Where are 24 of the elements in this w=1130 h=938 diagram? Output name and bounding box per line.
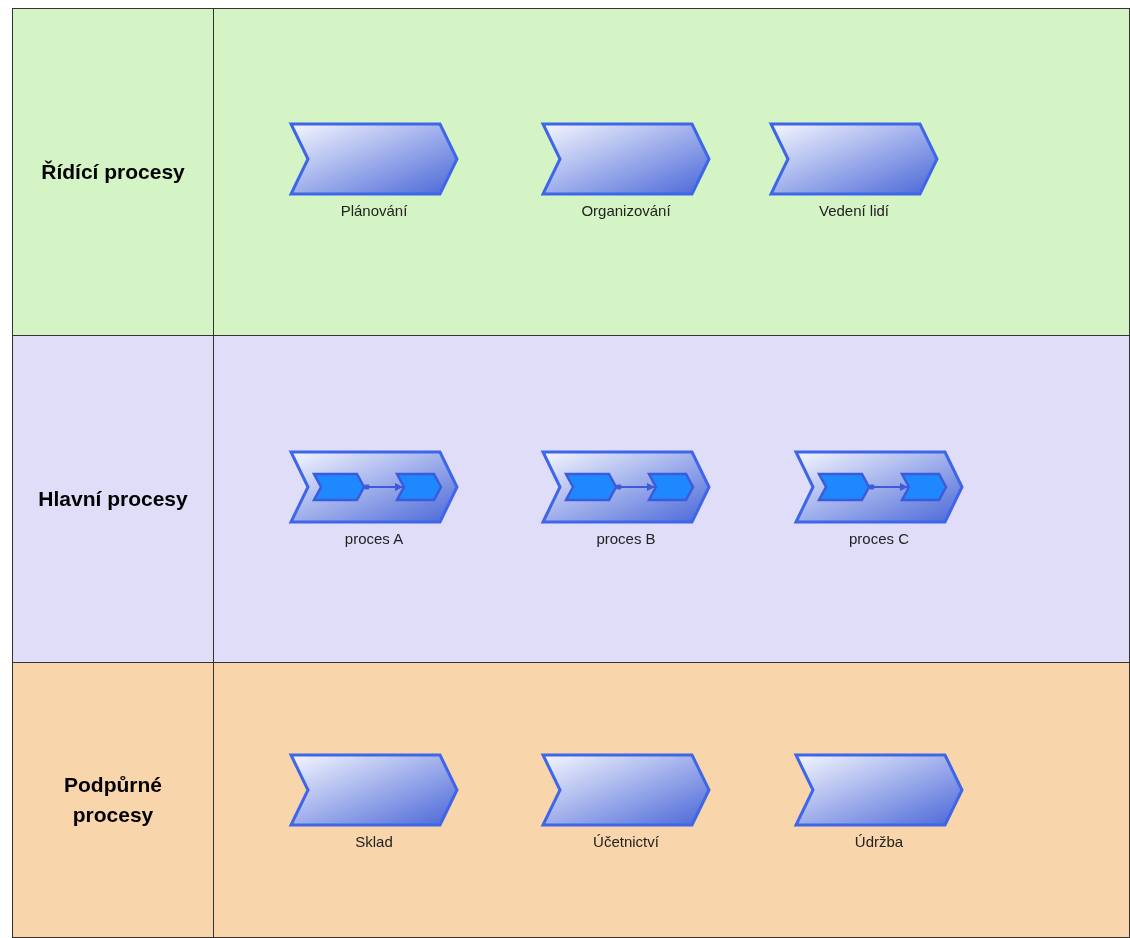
connector-arrow xyxy=(869,483,909,491)
lane-title: Hlavní procesy xyxy=(37,485,189,512)
lane-title: Řídící procesy xyxy=(40,158,186,185)
subprocess-chevron xyxy=(901,473,947,501)
subprocess-chevron xyxy=(565,473,617,501)
process-caption: proces B xyxy=(595,530,657,547)
swimlane xyxy=(12,335,1130,663)
process-caption: Plánování xyxy=(339,202,409,219)
connector-arrow xyxy=(616,483,656,491)
process-caption: proces A xyxy=(343,530,405,547)
subprocess-chevron xyxy=(313,473,365,501)
swimlane xyxy=(12,8,1130,336)
process-caption: Organizování xyxy=(580,202,672,219)
process-caption: proces C xyxy=(848,530,910,547)
subprocess-chevron xyxy=(396,473,442,501)
process-caption: Vedení lidí xyxy=(817,202,891,219)
lane-title: Podpůrné procesy xyxy=(63,771,163,828)
process-caption: Sklad xyxy=(354,833,394,850)
process-caption: Údržba xyxy=(853,833,905,850)
connector-arrow xyxy=(364,483,404,491)
swimlane xyxy=(12,662,1130,938)
subprocess-chevron xyxy=(648,473,694,501)
subprocess-chevron xyxy=(818,473,870,501)
process-caption: Účetnictví xyxy=(592,833,660,850)
